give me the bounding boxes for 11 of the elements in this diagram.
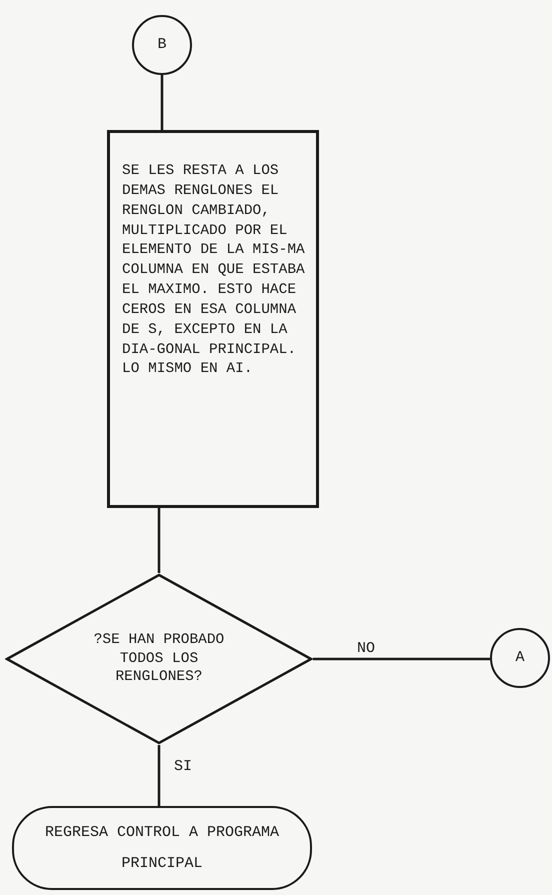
node-text: ?SE HAN PROBADO TODOS LOS RENGLONES? xyxy=(92,630,226,688)
node-text: REGRESA CONTROL A PROGRAMA PRINCIPAL xyxy=(44,822,280,874)
node-text: SE LES RESTA A LOS DEMAS RENGLONES EL RENGLON CAMBIADO, MULTIPLICADO POR EL ELEMENTO DE LA MIS-MA COLUMNA EN QUE ESTABA EL MAXIMO. ESTO HACE CEROS EN ESA COLUMNA DE S, EXCEPTO EN LA DIA-GONAL PRINCIPAL. LO MISMO EN AI. xyxy=(122,163,305,378)
connector-line xyxy=(158,508,160,573)
connector-letter: A xyxy=(515,648,524,668)
connector-letter: B xyxy=(157,35,166,55)
connector-line xyxy=(160,75,164,130)
process-box xyxy=(107,130,319,508)
connector-line xyxy=(158,745,160,806)
connector-line xyxy=(313,658,490,660)
decision-diamond xyxy=(5,573,313,745)
